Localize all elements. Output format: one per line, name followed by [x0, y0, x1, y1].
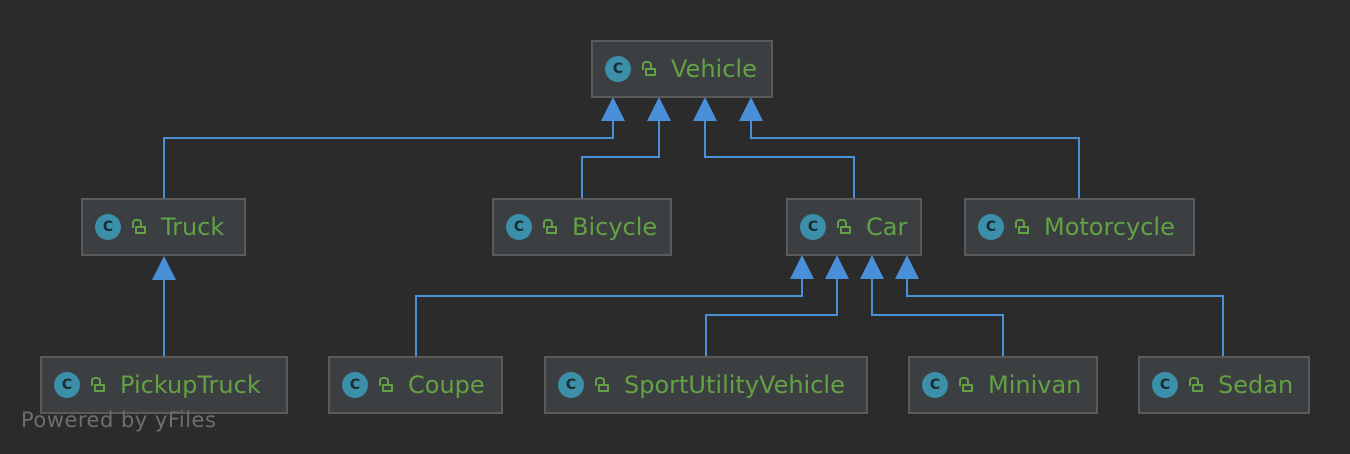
class-icon: C	[800, 214, 826, 240]
arrowhead-motorcycle-vehicle	[739, 97, 763, 121]
class-label-pickuptruck: PickupTruck	[120, 371, 261, 399]
class-label-car: Car	[866, 213, 908, 241]
class-node-sportutilityvehicle[interactable]: C SportUtilityVehicle	[544, 356, 868, 414]
unlocked-icon	[1186, 375, 1206, 395]
class-icon: C	[605, 56, 631, 82]
class-label-coupe: Coupe	[408, 371, 485, 399]
arrowhead-bicycle-vehicle	[647, 97, 671, 121]
class-icon: C	[978, 214, 1004, 240]
arrowhead-suv-car	[825, 255, 849, 279]
arrowhead-pickuptruck-truck	[152, 256, 176, 280]
class-node-truck[interactable]: C Truck	[81, 198, 246, 256]
class-label-bicycle: Bicycle	[572, 213, 658, 241]
class-label-sedan: Sedan	[1218, 371, 1294, 399]
class-label-sportutilityvehicle: SportUtilityVehicle	[624, 371, 845, 399]
unlocked-icon	[956, 375, 976, 395]
arrowhead-minivan-car	[860, 255, 884, 279]
class-node-pickuptruck[interactable]: C PickupTruck	[40, 356, 288, 414]
edge-bicycle-to-vehicle	[581, 118, 660, 198]
unlocked-icon	[88, 375, 108, 395]
arrowhead-truck-vehicle	[601, 97, 625, 121]
unlocked-icon	[834, 217, 854, 237]
unlocked-icon	[129, 217, 149, 237]
class-icon: C	[558, 372, 584, 398]
class-icon: C	[922, 372, 948, 398]
powered-by-watermark: Powered by yFiles	[21, 408, 217, 432]
class-node-minivan[interactable]: C Minivan	[908, 356, 1098, 414]
class-node-motorcycle[interactable]: C Motorcycle	[964, 198, 1195, 256]
unlocked-icon	[592, 375, 612, 395]
class-icon: C	[342, 372, 368, 398]
class-node-bicycle[interactable]: C Bicycle	[492, 198, 672, 256]
edge-coupe-to-car	[415, 276, 803, 356]
unlocked-icon	[639, 59, 659, 79]
class-node-car[interactable]: C Car	[786, 198, 922, 256]
class-label-minivan: Minivan	[988, 371, 1082, 399]
class-node-sedan[interactable]: C Sedan	[1138, 356, 1310, 414]
arrowhead-car-vehicle	[693, 97, 717, 121]
arrowhead-sedan-car	[895, 255, 919, 279]
unlocked-icon	[540, 217, 560, 237]
arrowhead-coupe-car	[790, 255, 814, 279]
class-label-vehicle: Vehicle	[671, 55, 757, 83]
class-node-coupe[interactable]: C Coupe	[328, 356, 503, 414]
unlocked-icon	[1012, 217, 1032, 237]
class-icon: C	[506, 214, 532, 240]
edge-car-to-vehicle	[704, 118, 855, 198]
class-label-motorcycle: Motorcycle	[1044, 213, 1175, 241]
class-node-vehicle[interactable]: C Vehicle	[591, 40, 773, 98]
class-icon: C	[1152, 372, 1178, 398]
class-icon: C	[54, 372, 80, 398]
edge-truck-to-vehicle	[163, 118, 614, 198]
edge-motorcycle-to-vehicle	[750, 118, 1080, 198]
edge-minivan-to-car	[871, 276, 1004, 356]
edge-suv-to-car	[705, 276, 838, 356]
unlocked-icon	[376, 375, 396, 395]
class-label-truck: Truck	[161, 213, 225, 241]
class-icon: C	[95, 214, 121, 240]
edge-sedan-to-car	[906, 276, 1224, 356]
